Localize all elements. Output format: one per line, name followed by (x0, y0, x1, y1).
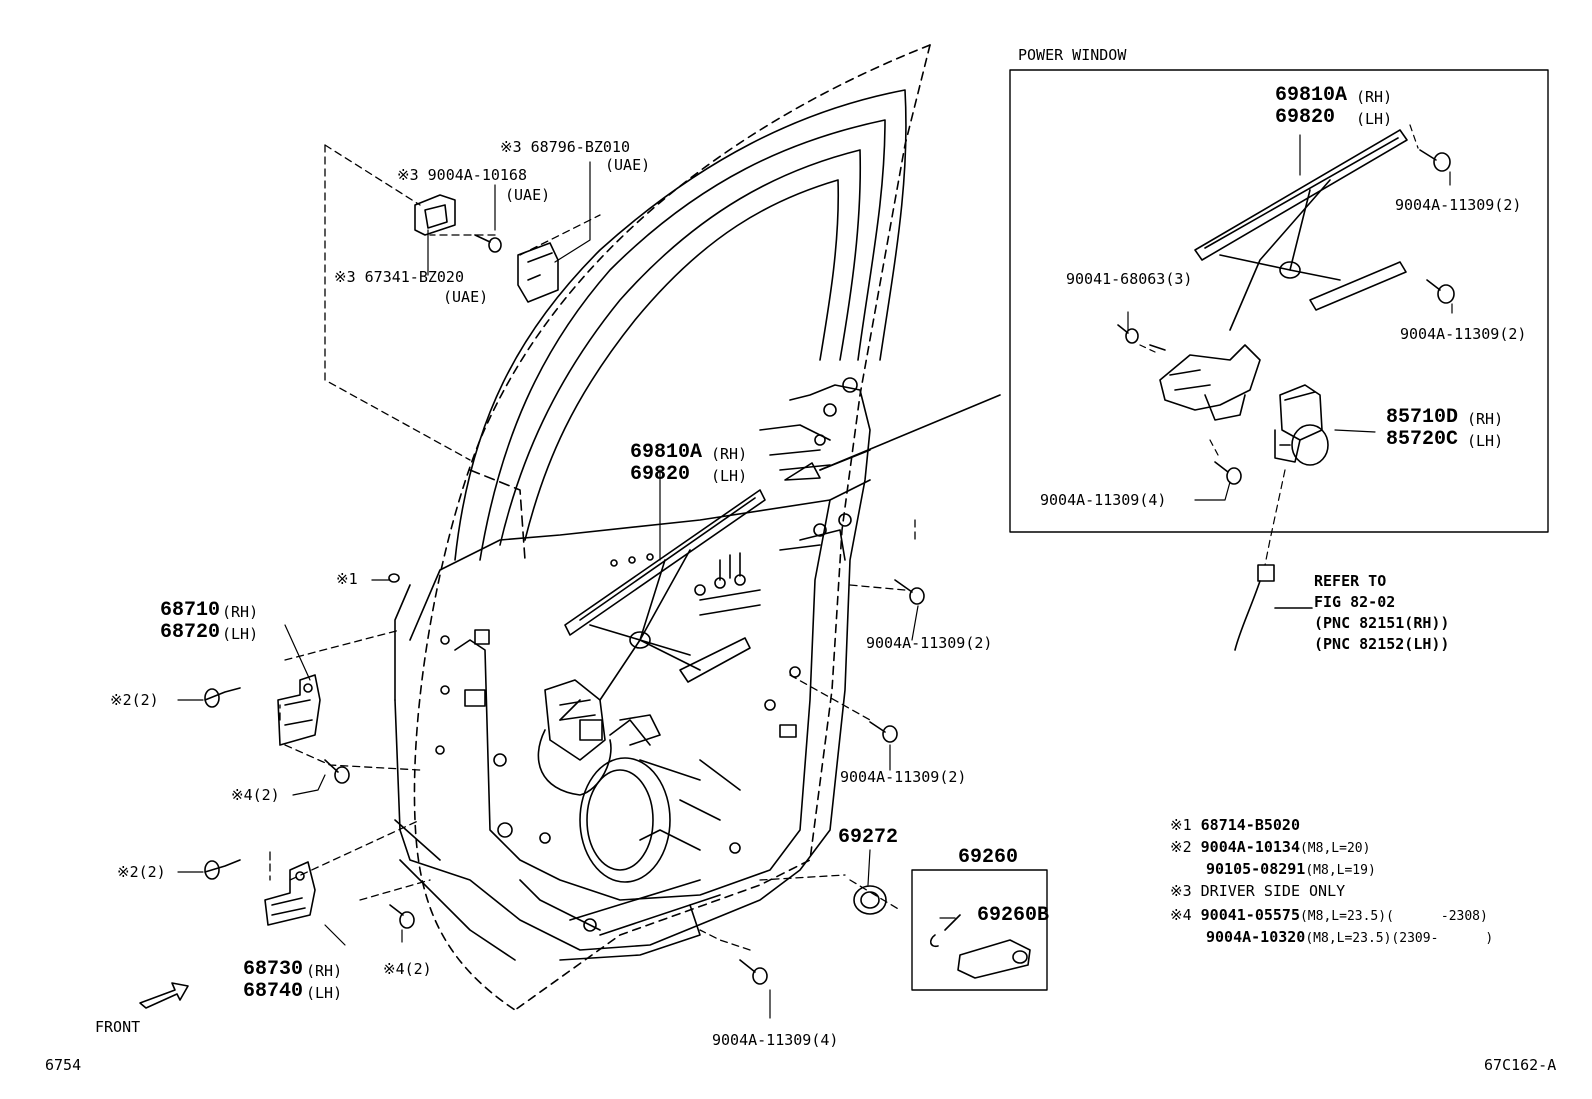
note-row: 9004A-10320(M8,L=23.5)(2309- ) (1206, 928, 1494, 946)
uae-parts (414, 194, 559, 303)
lower-hinge-lh-part: 68740 (243, 980, 304, 1003)
window-regulator-main (537, 489, 766, 796)
plug-part: 69272 (838, 826, 899, 849)
upper-hinge-rh-side: (RH) (222, 603, 259, 621)
callout-note-4-lower: ※4(2) (383, 960, 432, 978)
inset-regulator-lh-part: 69820 (1275, 106, 1336, 129)
inset-bolt-mid: 9004A-11309(2) (1400, 325, 1527, 343)
hole-plug (853, 885, 887, 915)
regulator-lh-side: (LH) (711, 467, 748, 485)
regulator-rh-side: (RH) (711, 445, 748, 463)
callout-note-1: ※1 (336, 570, 358, 588)
callout-67341: ※3 67341-BZ020 (334, 268, 464, 286)
inset-motor-lh-part: 85720C (1386, 428, 1459, 451)
inset-motor-rh-part: 85710D (1386, 406, 1459, 429)
callout-68796: ※3 68796-BZ010 (500, 138, 630, 156)
inset-regulator-lh-side: (LH) (1356, 110, 1393, 128)
callout-67341-uae: (UAE) (443, 288, 489, 306)
upper-hinge (277, 674, 321, 746)
inset-bolt-bottom: 9004A-11309(4) (1040, 491, 1167, 509)
inset-motor-lh-side: (LH) (1467, 432, 1504, 450)
bolt-icons (204, 234, 925, 985)
fig-id: 6754 (45, 1056, 82, 1074)
window-crank-handle (929, 914, 1031, 979)
inset-bolt-top: 9004A-11309(2) (1395, 196, 1522, 214)
callout-note-4-upper: ※4(2) (231, 786, 280, 804)
refer-line-1: REFER TO (1314, 572, 1387, 590)
power-window-inset-frame (1009, 69, 1549, 533)
upper-hinge-rh-part: 68710 (160, 599, 221, 622)
bolt-label-c: 9004A-11309(4) (712, 1031, 839, 1049)
lower-hinge-lh-side: (LH) (306, 984, 343, 1002)
handle-part: 69260 (958, 846, 1019, 869)
note-row: ※4 90041-05575(M8,L=23.5)( -2308) (1170, 906, 1488, 924)
refer-line-4: (PNC 82152(LH)) (1314, 635, 1450, 653)
front-arrow-icon (139, 982, 189, 1009)
window-motor (1279, 384, 1323, 441)
lower-hinge-rh-side: (RH) (306, 962, 343, 980)
inset-regulator (1117, 129, 1455, 485)
callout-note-2-lower: ※2(2) (117, 863, 166, 881)
refer-line-3: (PNC 82151(RH)) (1314, 614, 1450, 632)
drawing-id: 67C162-A (1484, 1056, 1557, 1074)
regulator-lh-part: 69820 (630, 463, 691, 486)
note-row: ※1 68714-B5020 (1170, 816, 1300, 834)
motor-connector-wire (1234, 564, 1313, 651)
upper-hinge-lh-part: 68720 (160, 621, 221, 644)
inset-screw: 90041-68063(3) (1066, 270, 1193, 288)
lower-hinge (264, 861, 316, 926)
rear-door-panel (394, 44, 1001, 1011)
callout-9004a-10168-uae: (UAE) (505, 186, 551, 204)
inset-regulator-rh-side: (RH) (1356, 88, 1393, 106)
inset-leaders (1127, 124, 1453, 566)
inset-title: POWER WINDOW (1018, 46, 1127, 64)
callout-note-2-upper: ※2(2) (110, 691, 159, 709)
refer-line-2: FIG 82-02 (1314, 593, 1396, 611)
note-row: 90105-08291(M8,L=19) (1206, 860, 1376, 878)
leader-lines (269, 144, 916, 951)
regulator-rh-part: 69810A (630, 441, 703, 464)
inset-pointer-arrow (784, 394, 1001, 481)
bolt-label-b: 9004A-11309(2) (840, 768, 967, 786)
callout-9004a-10168: ※3 9004A-10168 (397, 166, 527, 184)
speaker-opening (579, 757, 671, 883)
inset-motor-rh-side: (RH) (1467, 410, 1504, 428)
lower-hinge-rh-part: 68730 (243, 958, 304, 981)
handle-knob-part: 69260B (977, 904, 1050, 927)
note-row: ※3 DRIVER SIDE ONLY (1170, 882, 1346, 900)
solid-leaders (177, 161, 956, 1019)
callout-68796-uae: (UAE) (605, 156, 651, 174)
handle-box (911, 869, 1048, 991)
inset-regulator-rh-part: 69810A (1275, 84, 1348, 107)
bolt-label-a: 9004A-11309(2) (866, 634, 993, 652)
front-label: FRONT (95, 1018, 141, 1036)
upper-hinge-lh-side: (LH) (222, 625, 259, 643)
note-row: ※2 9004A-10134(M8,L=20) (1170, 838, 1371, 856)
